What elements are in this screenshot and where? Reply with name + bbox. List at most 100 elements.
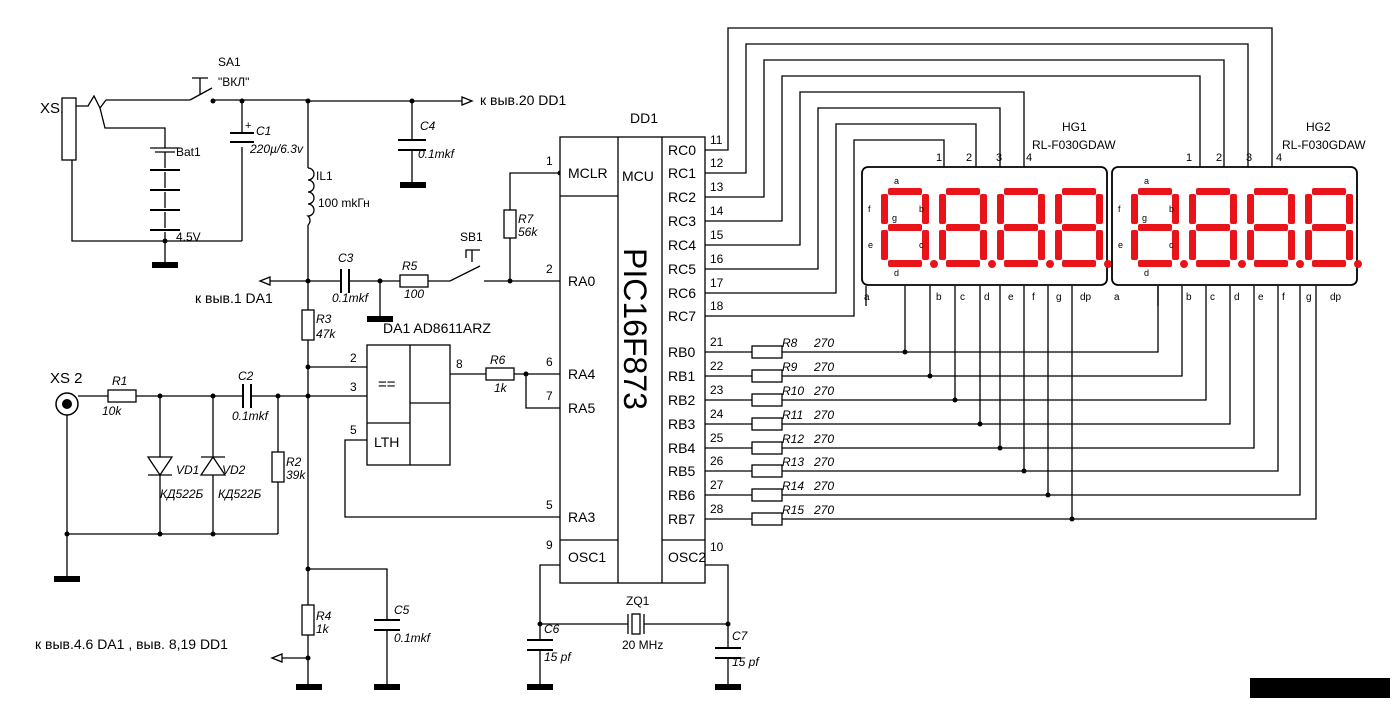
display-pin-label: f bbox=[1032, 292, 1035, 303]
rb-resistor-value: 270 bbox=[813, 384, 834, 398]
r1-value: 10k bbox=[102, 404, 122, 418]
c6-value: 15 pf bbox=[544, 650, 572, 664]
display-pin-label: d bbox=[984, 292, 990, 303]
mcu-pin-num: 7 bbox=[546, 389, 553, 403]
da1-title: DA1 AD8611ARZ bbox=[383, 320, 491, 336]
vd1-diode bbox=[146, 456, 174, 477]
display-segment bbox=[946, 188, 980, 195]
zq1-value: 20 MHz bbox=[622, 638, 663, 652]
r2-value: 39k bbox=[286, 468, 306, 482]
mcu-pin-num: 25 bbox=[710, 431, 724, 445]
rb-resistor-ref: R15 bbox=[782, 503, 804, 517]
r7-ref: R7 bbox=[518, 212, 535, 226]
display-pin-label: dp bbox=[1080, 292, 1092, 303]
sb1-label: SB1 bbox=[460, 230, 483, 244]
da1-pin-3: 3 bbox=[350, 380, 357, 394]
rb-resistor bbox=[751, 417, 783, 431]
mcu-pin-num: 10 bbox=[710, 540, 724, 554]
c5-symbol bbox=[374, 619, 400, 631]
mcu-pin-rb5: RB5 bbox=[668, 463, 695, 479]
c1-polarity: + bbox=[245, 120, 251, 132]
wire bbox=[782, 286, 1255, 449]
display-pin-label: d bbox=[1234, 292, 1240, 303]
display-segment bbox=[888, 224, 922, 231]
c4-ref: C4 bbox=[420, 119, 436, 133]
r7-value: 56k bbox=[518, 225, 538, 239]
display-segment bbox=[1254, 188, 1288, 195]
mcu-pin-num: 14 bbox=[710, 204, 724, 218]
display-segment bbox=[1172, 194, 1179, 224]
rb-resistor bbox=[751, 464, 783, 478]
mcu-pin-rb7: RB7 bbox=[668, 511, 695, 527]
rb-resistor-value: 270 bbox=[813, 432, 834, 446]
ground-symbol bbox=[400, 182, 426, 188]
mcu-pin-num: 9 bbox=[546, 538, 553, 552]
mcu-pin-rb1: RB1 bbox=[668, 368, 695, 384]
display-segment bbox=[1038, 194, 1045, 224]
c7-value: 15 pf bbox=[732, 655, 760, 669]
display-segment bbox=[1138, 188, 1172, 195]
r3-resistor bbox=[301, 309, 315, 341]
sa1-label: SA1 bbox=[218, 55, 241, 69]
rb-resistor-value: 270 bbox=[813, 408, 834, 422]
display-ref: HG2 bbox=[1306, 120, 1331, 134]
r3-value: 47k bbox=[316, 327, 336, 341]
da1-pin-5: 5 bbox=[350, 423, 357, 437]
display-segment bbox=[888, 188, 922, 195]
ground-symbol bbox=[374, 684, 400, 690]
r4-ref: R4 bbox=[316, 609, 332, 623]
ground-symbol bbox=[296, 684, 322, 690]
display-segment bbox=[1312, 188, 1346, 195]
r2-ref: R2 bbox=[286, 455, 302, 469]
mcu-pin-osc2: OSC2 bbox=[668, 549, 706, 565]
display-segment bbox=[1138, 260, 1172, 267]
corner-block bbox=[1250, 678, 1390, 698]
da1-comparator bbox=[366, 344, 451, 466]
display-segment bbox=[1346, 230, 1353, 260]
mcu-pin-num: 5 bbox=[546, 498, 553, 512]
wire bbox=[705, 75, 1201, 222]
display-segment bbox=[881, 230, 888, 260]
display-segment bbox=[1230, 194, 1237, 224]
display-part: RL-F030GDAW bbox=[1282, 138, 1366, 152]
segment-letter: g bbox=[892, 213, 897, 223]
wire bbox=[782, 286, 1207, 401]
rb-resistor bbox=[751, 345, 783, 359]
mcu-pin-rb4: RB4 bbox=[668, 440, 695, 456]
rb-resistor-ref: R9 bbox=[782, 360, 798, 374]
vd1-ref: VD1 bbox=[176, 463, 199, 477]
segment-letter: b bbox=[1169, 204, 1174, 214]
mcu-pin-osc1: OSC1 bbox=[568, 549, 606, 565]
display-segment bbox=[946, 224, 980, 231]
display-segment bbox=[1004, 260, 1038, 267]
display-pin-label: f bbox=[1282, 292, 1285, 303]
vd2-diode bbox=[199, 455, 227, 476]
r1-resistor bbox=[107, 389, 137, 403]
note-to-dd1-20: к выв.20 DD1 bbox=[480, 92, 567, 108]
r5-resistor bbox=[399, 274, 429, 288]
rb-resistor bbox=[751, 488, 783, 502]
mcu-pin-num: 23 bbox=[710, 383, 724, 397]
display-segment bbox=[1196, 260, 1230, 267]
rb-resistor bbox=[751, 393, 783, 407]
display-segment bbox=[1189, 194, 1196, 224]
segment-letter: f bbox=[1118, 204, 1121, 214]
mcu-pin-rc1: RC1 bbox=[668, 165, 696, 181]
mcu-pin-rb0: RB0 bbox=[668, 344, 695, 360]
mcu-pin-rc3: RC3 bbox=[668, 213, 696, 229]
c7-symbol bbox=[715, 647, 741, 659]
mcu-pin-num: 6 bbox=[546, 355, 553, 369]
segment-letter: a bbox=[894, 176, 899, 186]
segment-letter: c bbox=[919, 240, 924, 250]
xs2-label: XS 2 bbox=[50, 370, 83, 387]
display-digit-num: 2 bbox=[1216, 152, 1222, 164]
xs1-contact bbox=[76, 94, 107, 110]
segment-letter: d bbox=[1144, 268, 1149, 278]
mcu-pin-ra3: RA3 bbox=[568, 509, 595, 525]
display-segment bbox=[1172, 230, 1179, 260]
display-segment bbox=[1312, 224, 1346, 231]
display-segment bbox=[1062, 188, 1096, 195]
rb-resistor bbox=[751, 441, 783, 455]
vd1-value: КД522Б bbox=[160, 487, 204, 501]
